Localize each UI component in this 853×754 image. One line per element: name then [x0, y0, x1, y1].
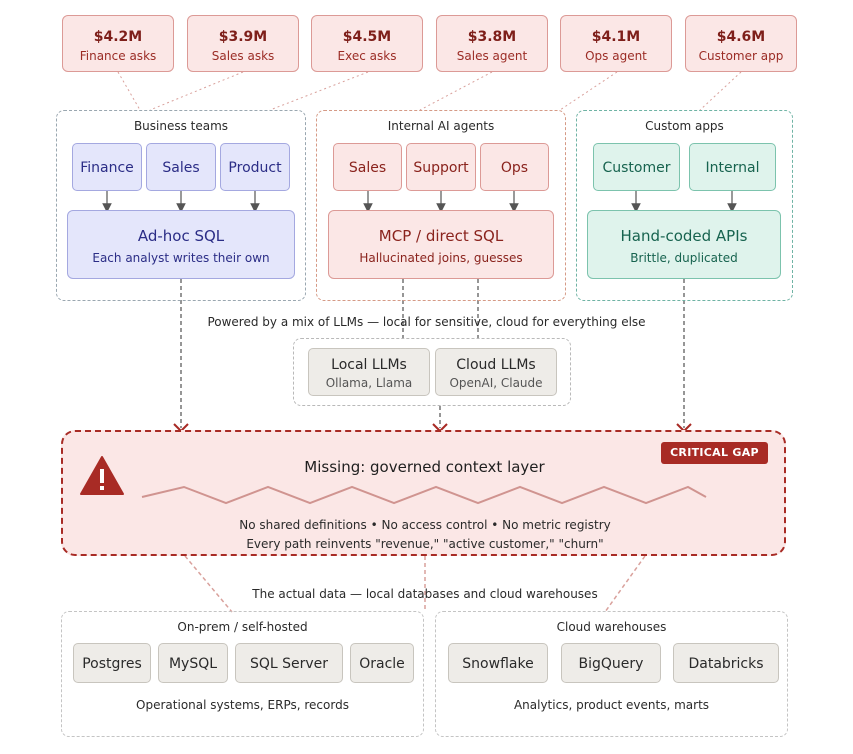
cost-amount: $4.5M [342, 29, 392, 45]
business-teams-group: Business teams [56, 110, 306, 301]
cost-amount: $4.1M [591, 29, 641, 45]
data-caption: The actual data — local databases and cl… [252, 587, 598, 601]
group-title: Cloud warehouses [556, 620, 667, 634]
onprem-group: On-prem / self-hosted Operational system… [61, 611, 424, 737]
group-footer: Operational systems, ERPs, records [136, 698, 349, 712]
cost-label: Exec asks [337, 49, 397, 63]
cost-card: $4.1M Ops agent [560, 15, 672, 72]
app-customer: Customer [593, 143, 680, 191]
cost-card: $4.2M Finance asks [62, 15, 174, 72]
box-title: Ad-hoc SQL [137, 227, 225, 245]
llm-name: Cloud LLMs [456, 357, 536, 373]
zigzag-line [141, 485, 707, 505]
hand-coded-apis-box: Hand-coded APIs Brittle, duplicated [587, 210, 781, 279]
db-databricks: Databricks [673, 643, 779, 683]
cloud-llms-box: Cloud LLMs OpenAI, Claude [435, 348, 557, 396]
cost-label: Customer app [698, 49, 784, 63]
cost-label: Sales asks [211, 49, 275, 63]
cost-label: Finance asks [79, 49, 157, 63]
custom-apps-group: Custom apps [576, 110, 793, 301]
team-product: Product [220, 143, 290, 191]
group-footer: Analytics, product events, marts [513, 698, 710, 712]
db-bigquery: BigQuery [561, 643, 661, 683]
cost-card: $4.6M Customer app [685, 15, 797, 72]
app-internal: Internal [689, 143, 776, 191]
cost-label: Ops agent [585, 49, 647, 63]
cost-card: $3.8M Sales agent [436, 15, 548, 72]
group-title: Custom apps [645, 119, 724, 133]
cloud-warehouses-group: Cloud warehouses Analytics, product even… [435, 611, 788, 737]
critical-gap-badge: CRITICAL GAP [661, 442, 768, 464]
db-snowflake: Snowflake [448, 643, 548, 683]
local-llms-box: Local LLMs Ollama, Llama [308, 348, 430, 396]
box-subtitle: Brittle, duplicated [630, 251, 738, 265]
cost-card: $4.5M Exec asks [311, 15, 423, 72]
db-oracle: Oracle [350, 643, 414, 683]
team-sales: Sales [146, 143, 216, 191]
box-title: MCP / direct SQL [378, 227, 504, 245]
llm-sub: OpenAI, Claude [449, 376, 543, 390]
llm-sub: Ollama, Llama [325, 376, 413, 390]
cost-amount: $3.9M [218, 29, 268, 45]
group-title: Internal AI agents [387, 119, 495, 133]
adhoc-sql-box: Ad-hoc SQL Each analyst writes their own [67, 210, 295, 279]
db-sqlserver: SQL Server [235, 643, 343, 683]
cost-amount: $4.2M [93, 29, 143, 45]
missing-line-1: No shared definitions • No access contro… [239, 518, 611, 532]
ai-agents-group: Internal AI agents [316, 110, 566, 301]
agent-support: Support [406, 143, 476, 191]
cost-amount: $4.6M [716, 29, 766, 45]
warning-icon [80, 456, 124, 495]
llm-group [293, 338, 571, 406]
box-subtitle: Hallucinated joins, guesses [359, 251, 523, 265]
group-title: On-prem / self-hosted [177, 620, 308, 634]
box-title: Hand-coded APIs [620, 227, 748, 245]
cost-label: Sales agent [456, 49, 528, 63]
llm-caption: Powered by a mix of LLMs — local for sen… [207, 315, 646, 329]
group-title: Business teams [133, 119, 229, 133]
cost-amount: $3.8M [467, 29, 517, 45]
cost-card: $3.9M Sales asks [187, 15, 299, 72]
db-mysql: MySQL [158, 643, 228, 683]
missing-line-2: Every path reinvents "revenue," "active … [246, 537, 604, 551]
agent-sales: Sales [333, 143, 402, 191]
mcp-sql-box: MCP / direct SQL Hallucinated joins, gue… [328, 210, 554, 279]
team-finance: Finance [72, 143, 142, 191]
llm-name: Local LLMs [331, 357, 407, 373]
missing-title: Missing: governed context layer [304, 458, 545, 476]
agent-ops: Ops [480, 143, 549, 191]
box-subtitle: Each analyst writes their own [92, 251, 270, 265]
db-postgres: Postgres [73, 643, 151, 683]
